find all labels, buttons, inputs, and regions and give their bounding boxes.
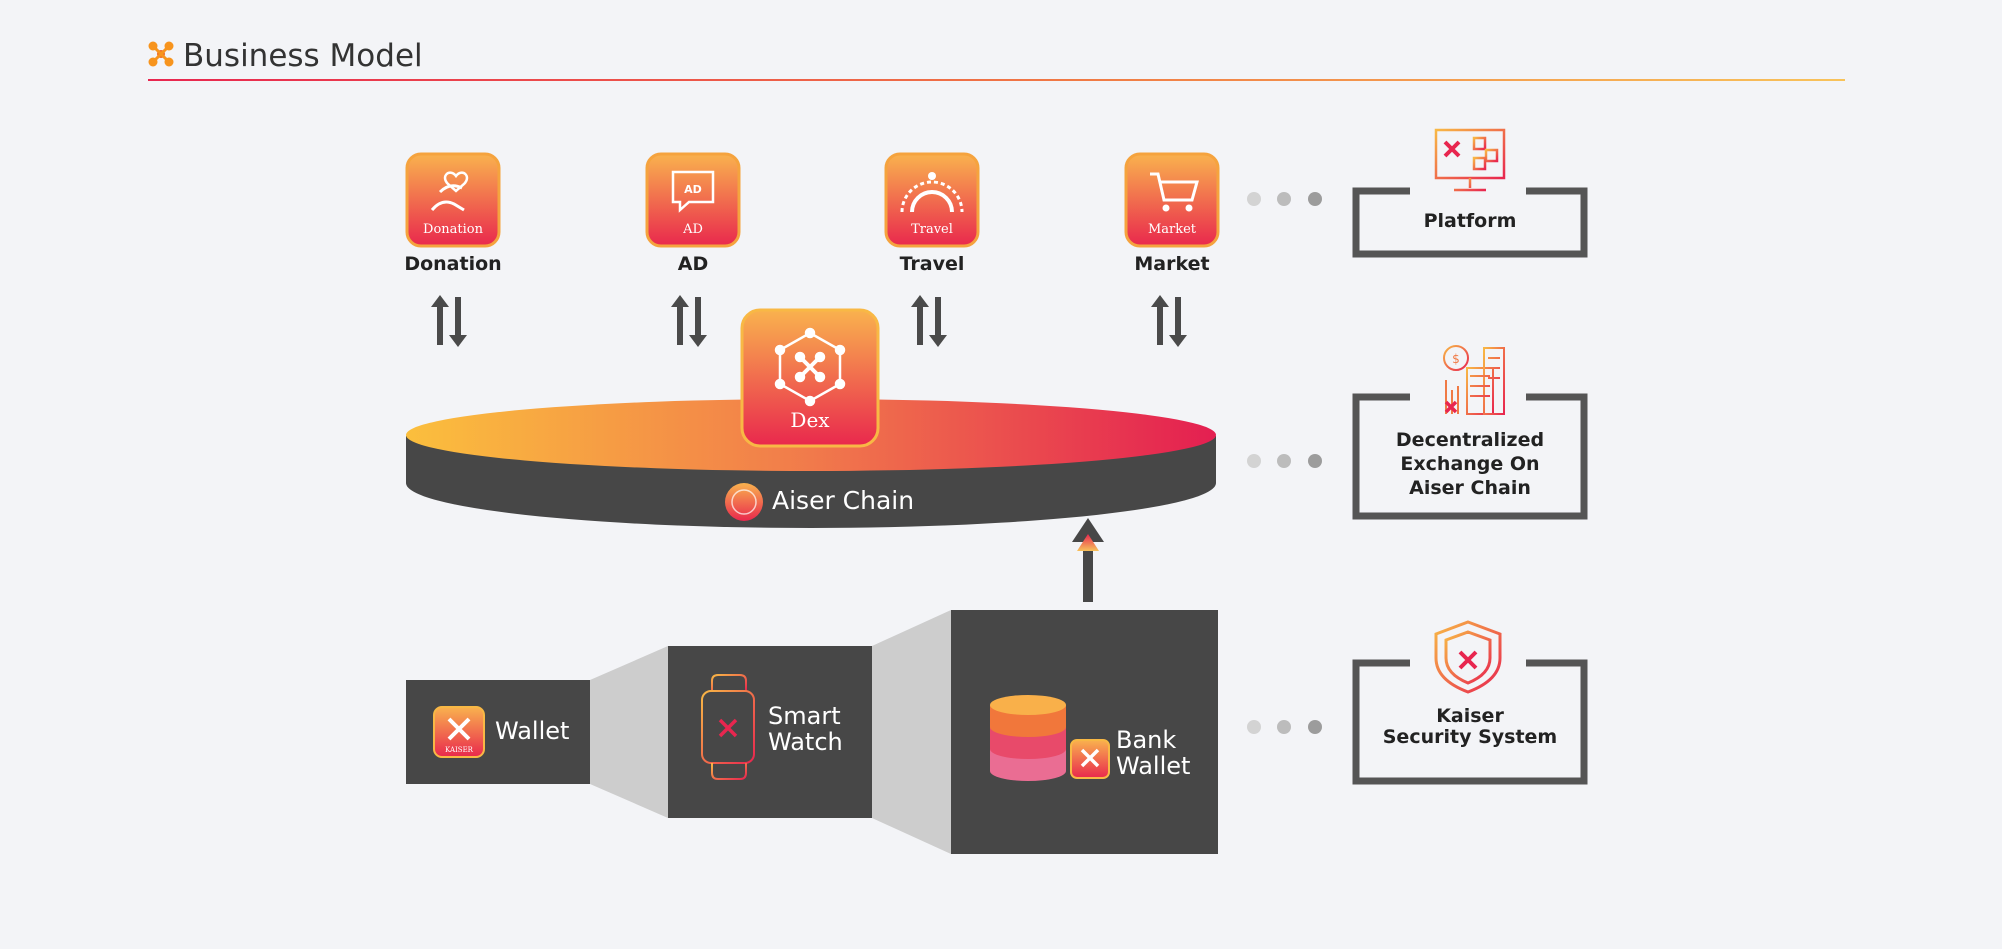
network-hexagon-icon (774, 327, 846, 407)
smart-watch-label: Smart Watch (768, 703, 843, 755)
ellipsis-dots-security (1247, 720, 1322, 734)
ad-icon: AD AD (645, 152, 741, 248)
layer-frames (1352, 187, 1588, 785)
exchange-label: Decentralized Exchange On Aiser Chain (1356, 428, 1584, 500)
market-icon-text: Market (1148, 222, 1197, 237)
ad-label: AD (677, 253, 709, 275)
market-label: Market (1134, 253, 1210, 275)
exchange-label-line-2: Exchange On (1400, 453, 1540, 475)
security-label: Kaiser Security System (1356, 706, 1584, 748)
donation-label: Donation (404, 253, 502, 275)
exchange-label-line-3: Aiser Chain (1409, 477, 1531, 499)
exchange-frame (1352, 393, 1588, 520)
svg-text:AD: AD (684, 183, 702, 196)
travel-arrow-icon (911, 295, 947, 347)
market-arrow-icon (1151, 295, 1187, 347)
shield-icon (1434, 620, 1502, 694)
bank-wallet-label-line-2: Wallet (1116, 752, 1191, 780)
smart-watch-label-line-2: Watch (768, 728, 843, 756)
bank-wallet-label: Bank Wallet (1116, 727, 1190, 779)
page-title: Business Model (183, 38, 423, 74)
travel-icon: Travel (884, 152, 980, 248)
donation-icon-text: Donation (423, 222, 484, 237)
device-pipeline (406, 610, 1218, 854)
bank-wallet-label-line-1: Bank (1116, 726, 1177, 754)
coin-icon (725, 483, 763, 521)
travel-icon-text: Travel (911, 222, 953, 237)
platform-label: Platform (1423, 210, 1517, 232)
brand-logo-icon (148, 41, 174, 67)
exchange-label-line-1: Decentralized (1395, 429, 1545, 451)
ellipsis-dots-exchange (1247, 454, 1322, 468)
ellipsis-dots-platform (1247, 192, 1322, 206)
title-underline (148, 79, 1845, 81)
smart-watch-label-line-1: Smart (768, 702, 841, 730)
ad-icon-text: AD (682, 222, 703, 237)
upload-arrow-icon (1072, 518, 1104, 602)
kaiser-wallet-icon: KAISER (433, 706, 485, 758)
travel-label: Travel (899, 253, 965, 275)
smart-watch-icon (701, 674, 755, 780)
database-icon (990, 695, 1110, 781)
exchange-arrows (431, 295, 1187, 347)
security-label-line-1: Kaiser (1436, 705, 1504, 727)
svg-text:$: $ (1452, 352, 1460, 366)
ad-arrow-icon (671, 295, 707, 347)
aiser-chain-label: Aiser Chain (772, 486, 915, 515)
security-frame (1352, 659, 1588, 785)
buildings-coin-icon: $ (1443, 345, 1505, 415)
dex-tile (740, 308, 880, 448)
donation-icon: Donation (405, 152, 501, 248)
market-icon: Market (1124, 152, 1220, 248)
dex-label: Dex (790, 408, 830, 432)
wallet-label: Wallet (495, 717, 570, 745)
wallet-badge-text: KAISER (445, 746, 474, 754)
security-label-line-2: Security System (1382, 726, 1558, 748)
monitor-icon (1434, 128, 1506, 192)
platform-frame (1352, 187, 1588, 258)
donation-arrow-icon (431, 295, 467, 347)
